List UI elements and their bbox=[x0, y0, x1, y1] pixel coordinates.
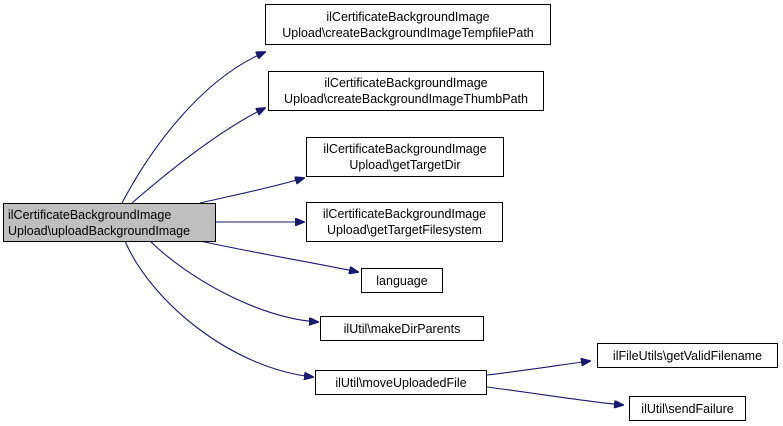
node-label-line1: ilCertificateBackgroundImage bbox=[8, 207, 172, 222]
node-label-line1: ilCertificateBackgroundImage bbox=[322, 207, 487, 221]
edge-root-to-targetdir bbox=[199, 178, 304, 204]
node-move-uploaded-file[interactable]: ilUtil\moveUploadedFile bbox=[315, 370, 487, 395]
edge-root-to-makedir bbox=[149, 240, 318, 322]
node-label-line2: Upload\getTargetDir bbox=[349, 158, 461, 172]
node-label: language bbox=[376, 273, 428, 288]
node-create-background-image-thumb-path[interactable]: ilCertificateBackgroundImage Upload\crea… bbox=[268, 71, 544, 111]
node-label-line2: Upload\getTargetFilesystem bbox=[327, 223, 482, 237]
node-label: ilUtil\sendFailure bbox=[641, 401, 734, 416]
node-language[interactable]: language bbox=[361, 268, 443, 293]
edge-root-to-tempfile bbox=[121, 52, 265, 204]
node-get-valid-filename[interactable]: ilFileUtils\getValidFilename bbox=[597, 343, 778, 368]
edge-root-to-language bbox=[199, 240, 358, 272]
node-make-dir-parents[interactable]: ilUtil\makeDirParents bbox=[320, 316, 484, 341]
node-label: ilUtil\makeDirParents bbox=[343, 321, 461, 336]
node-send-failure[interactable]: ilUtil\sendFailure bbox=[629, 396, 746, 421]
node-get-target-filesystem[interactable]: ilCertificateBackgroundImage Upload\getT… bbox=[306, 202, 503, 242]
node-label: ilFileUtils\getValidFilename bbox=[612, 348, 763, 363]
node-label-line1: ilCertificateBackgroundImage bbox=[323, 142, 487, 156]
node-label-line2: Upload\createBackgroundImageThumbPath bbox=[284, 92, 528, 106]
node-upload-background-image[interactable]: ilCertificateBackgroundImage Upload\uplo… bbox=[3, 203, 216, 242]
node-create-background-image-tempfile-path[interactable]: ilCertificateBackgroundImage Upload\crea… bbox=[265, 4, 551, 45]
edge-moveupload-to-validfilename bbox=[486, 361, 590, 376]
node-label: ilUtil\moveUploadedFile bbox=[335, 375, 467, 390]
edge-root-to-thumb bbox=[131, 108, 265, 204]
node-get-target-dir[interactable]: ilCertificateBackgroundImage Upload\getT… bbox=[306, 137, 504, 177]
edge-moveupload-to-sendfailure bbox=[486, 386, 623, 405]
edge-root-to-moveupload bbox=[124, 240, 313, 377]
node-label-line2: Upload\uploadBackgroundImage bbox=[8, 223, 191, 238]
node-label-line1: ilCertificateBackgroundImage bbox=[324, 76, 488, 90]
node-label-line2: Upload\createBackgroundImageTempfilePath bbox=[282, 25, 534, 40]
node-label-line1: ilCertificateBackgroundImage bbox=[326, 9, 490, 24]
